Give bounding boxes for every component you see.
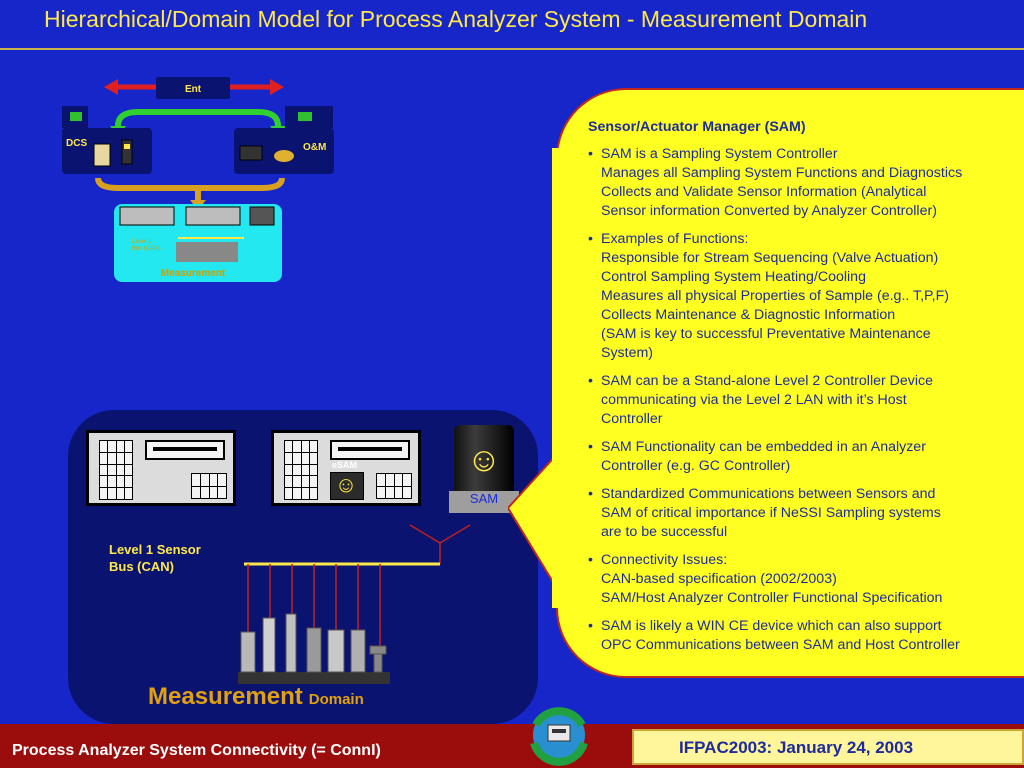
callout-bullet-line: Standardized Communications between Sens… <box>601 486 936 502</box>
callout-bullet-line: Collects and Validate Sensor Information… <box>601 184 927 200</box>
sam-device <box>454 425 514 493</box>
callout-bullet-line: SAM is likely a WIN CE device which can … <box>601 618 942 634</box>
callout-bullet: • SAM is likely a WIN CE device which can… <box>588 617 1008 655</box>
smiley-icon: ☺ <box>334 472 358 497</box>
smiley-icon: ☺ <box>466 441 502 479</box>
sam-device-base <box>449 491 519 513</box>
callout-bullet-line: OPC Communications between SAM and Host … <box>601 637 960 653</box>
title-divider <box>0 48 1024 50</box>
callout-bullet-line: (SAM is key to successful Preventative M… <box>601 326 931 342</box>
bullet-dot-icon: • <box>588 439 593 455</box>
slide-title: Hierarchical/Domain Model for Process An… <box>44 6 868 32</box>
esam-module <box>330 472 364 500</box>
sampling-system-sensors <box>238 613 390 684</box>
level1-sensor-bus-label: Level 1 Sensor Bus (CAN) <box>109 542 201 574</box>
bullet-dot-icon: • <box>588 231 593 247</box>
callout-bullet-line: Collects Maintenance & Diagnostic Inform… <box>601 307 896 323</box>
callout-bullet-line: SAM Functionality can be embedded in an … <box>601 439 926 455</box>
callout-bullet-line: SAM is a Sampling System Controller <box>601 146 838 162</box>
mini-bus-label-1: Level 1 <box>132 239 152 245</box>
callout-bullet-line: SAM of critical importance if NeSSI Samp… <box>601 505 941 521</box>
bullet-dot-icon: • <box>588 146 593 162</box>
sensor-bus-diagram <box>238 524 471 684</box>
callout-bullet: • Connectivity Issues: CAN-based specifica… <box>588 551 1008 608</box>
footer-title: Process Analyzer System Connectivity (= … <box>12 742 381 759</box>
callout-bullet-line: Control Sampling System Heating/Cooling <box>601 269 866 285</box>
sam-callout <box>556 88 1024 678</box>
ent-box <box>156 77 230 99</box>
dcs-label: DCS <box>66 138 87 149</box>
footer-date-box: IFPAC2003: January 24, 2003 <box>632 729 1024 765</box>
callout-bullet: • Examples of Functions: Responsible for S… <box>588 230 1008 363</box>
esam-label: eSAM <box>332 460 358 470</box>
om-label: O&M <box>303 142 326 153</box>
callout-bullet: • SAM can be a Stand-alone Level 2 Contro… <box>588 372 1008 429</box>
callout-bullet-line: Measures all physical Properties of Samp… <box>601 288 950 304</box>
analyzer-controller-1 <box>86 430 236 506</box>
bullet-dot-icon: • <box>588 486 593 502</box>
bullet-dot-icon: • <box>588 373 593 389</box>
callout-bullet: • Standardized Communications between Sen… <box>588 485 1008 542</box>
callout-bullet-line: Connectivity Issues: <box>601 552 728 568</box>
callout-bullet-line: Manages all Sampling System Functions an… <box>601 165 963 181</box>
sam-label: SAM <box>469 491 499 506</box>
mini-measurement-label: Measurement <box>161 268 226 279</box>
callout-bullet: • SAM Functionality can be embedded in an… <box>588 438 1008 476</box>
mini-bus-label-2: Bus (CAN) <box>132 246 161 252</box>
callout-bullet-line: are to be successful <box>601 524 728 540</box>
callout-heading: Sensor/Actuator Manager (SAM) <box>588 119 806 135</box>
callout-bullet-line: Sensor information Converted by Analyzer… <box>601 203 937 219</box>
recycle-globe-logo-icon <box>530 707 588 766</box>
hierarchy-diagram: Ent DCS O&M Level 1 Bus (CAN) Measu <box>62 77 334 282</box>
callout-bullet-line: CAN-based specification (2002/2003) <box>601 571 837 587</box>
callout-bullet-line: Controller <box>601 411 663 427</box>
callout-bullet-line: communicating via the Level 2 LAN with i… <box>601 392 907 408</box>
callout-bullet-line: SAM can be a Stand-alone Level 2 Control… <box>601 373 934 389</box>
callout-bullet-line: Controller (e.g. GC Controller) <box>601 458 791 474</box>
footer-date: IFPAC2003: January 24, 2003 <box>679 738 914 757</box>
callout-bullet-line: Responsible for Stream Sequencing (Valve… <box>601 250 939 266</box>
green-link-arrow <box>115 109 281 127</box>
callout-bullet-line: Examples of Functions: <box>601 231 749 247</box>
callout-bullet-line: SAM/Host Analyzer Controller Functional … <box>601 590 943 606</box>
callout-bullet-line: System) <box>601 345 654 361</box>
sam-callout-text: Sensor/Actuator Manager (SAM) • SAM is a … <box>588 118 1008 664</box>
bullet-dot-icon: • <box>588 552 593 568</box>
bullet-dot-icon: • <box>588 618 593 634</box>
ent-label: Ent <box>185 84 202 95</box>
